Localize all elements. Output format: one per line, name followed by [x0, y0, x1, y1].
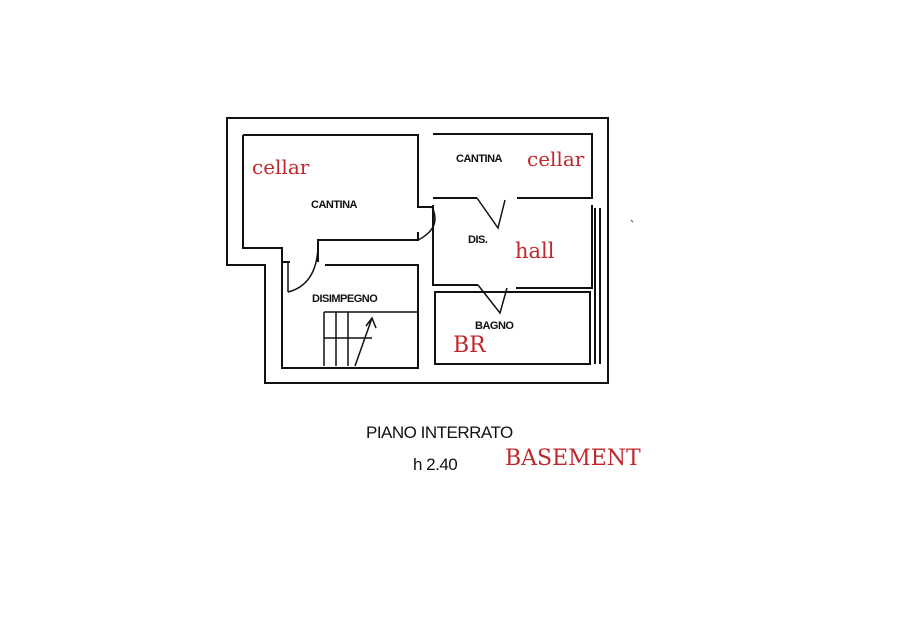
- right-cellar-wall: [433, 133, 593, 199]
- stairs: [323, 311, 418, 366]
- translation-hall: hall: [515, 239, 555, 263]
- translation-cellar-left: cellar: [252, 155, 310, 179]
- room-label-bagno: BAGNO: [475, 320, 514, 332]
- plan-title: PIANO INTERRATO: [366, 423, 513, 442]
- door-v: [476, 197, 506, 230]
- bath-wall: [434, 291, 591, 365]
- room-label-dis: DIS.: [468, 234, 488, 246]
- translation-br: BR: [453, 333, 486, 358]
- title-translation: BASEMENT: [505, 446, 641, 471]
- door-arc: [287, 247, 319, 293]
- door-v: [477, 284, 508, 315]
- room-label-disimpegno: DISIMPEGNO: [312, 293, 378, 305]
- stair-arrow: [354, 316, 377, 367]
- hall-wall: [432, 205, 593, 289]
- translation-cellar-right: cellar: [527, 147, 585, 171]
- room-label-cantina-right: CANTINA: [456, 153, 503, 165]
- outer-wall: [226, 117, 609, 384]
- room-label-cantina-left: CANTINA: [311, 199, 358, 211]
- ceiling-height: h 2.40: [413, 455, 458, 474]
- disimpegno-wall: [281, 262, 419, 369]
